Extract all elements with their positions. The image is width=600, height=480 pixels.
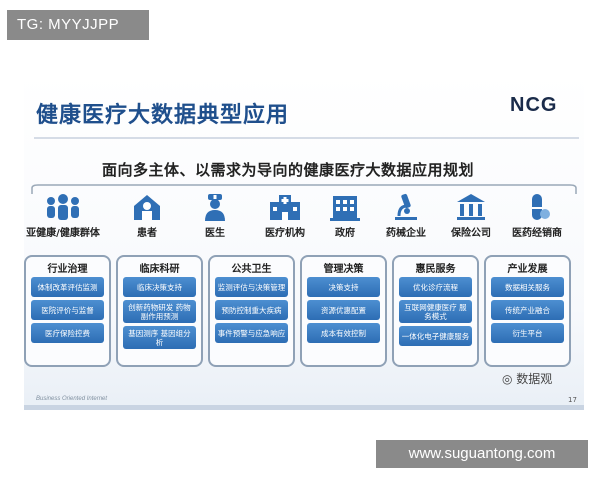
brace-connector <box>31 184 577 194</box>
card-title: 惠民服务 <box>415 264 456 275</box>
card-item: 衍生平台 <box>491 323 564 343</box>
card-item: 体制改革评估监测 <box>31 277 104 297</box>
slide-footer: Business Oriented Internet <box>36 396 108 402</box>
card-item: 决策支持 <box>307 277 380 297</box>
entity-government: 政府 <box>306 192 384 239</box>
card-title: 管理决策 <box>323 264 364 275</box>
microscope-icon <box>395 193 417 220</box>
entity-label: 药械企业 <box>386 228 426 239</box>
card-title: 公共卫生 <box>231 264 272 275</box>
slide-subtitle: 面向多主体、以需求为导向的健康医疗大数据应用规划 <box>102 161 475 179</box>
card-item: 预防控制重大疾病 <box>215 300 288 320</box>
category-card-public-health: 公共卫生 监测评估与决策管理 预防控制重大疾病 事件预警与应急响应 <box>208 255 295 367</box>
entity-label: 医药经销商 <box>512 228 562 239</box>
card-item: 互联网健康医疗 服务模式 <box>399 300 472 323</box>
card-item: 优化诊疗流程 <box>399 277 472 297</box>
entity-hospital: 医疗机构 <box>246 192 324 239</box>
wechat-watermark: ◎ 数据观 <box>502 370 552 387</box>
card-item: 成本有效控制 <box>307 323 380 343</box>
entity-label: 患者 <box>137 228 157 239</box>
slide: 健康医疗大数据典型应用 NCG 面向多主体、以需求为导向的健康医疗大数据应用规划… <box>24 74 584 410</box>
card-item: 资源优惠配置 <box>307 300 380 320</box>
card-item: 医疗保险控费 <box>31 323 104 343</box>
category-card-public-service: 惠民服务 优化诊疗流程 互联网健康医疗 服务模式 一体化电子健康服务 <box>392 255 479 367</box>
entity-doctor: 医生 <box>176 192 254 239</box>
category-card-management: 管理决策 决策支持 资源优惠配置 成本有效控制 <box>300 255 387 367</box>
entity-label: 保险公司 <box>451 228 491 239</box>
ncg-logo: NCG <box>510 94 558 116</box>
card-item: 创新药物研发 药物副作用预测 <box>123 300 196 323</box>
entity-pharma: 药械企业 <box>367 192 445 239</box>
entity-label: 政府 <box>335 228 355 239</box>
card-item: 数据相关服务 <box>491 277 564 297</box>
card-item: 临床决策支持 <box>123 277 196 297</box>
watermark-bottom: www.suguantong.com <box>376 440 588 468</box>
card-item: 监测评估与决策管理 <box>215 277 288 297</box>
card-item: 基因测序 基因组分析 <box>123 326 196 349</box>
slide-title: 健康医疗大数据典型应用 <box>36 103 290 128</box>
wechat-icon: ◎ <box>502 372 517 386</box>
entity-patient: 患者 <box>108 192 186 239</box>
entity-insurer: 保险公司 <box>432 192 510 239</box>
card-item: 传统产业融合 <box>491 300 564 320</box>
entity-distributor: 医药经销商 <box>498 192 576 239</box>
entity-label: 亚健康/健康群体 <box>26 228 100 239</box>
card-title: 行业治理 <box>47 264 88 275</box>
entity-label: 医生 <box>205 228 225 239</box>
card-item: 事件预警与应急响应 <box>215 323 288 343</box>
entity-crowd: 亚健康/健康群体 <box>24 192 102 239</box>
bottom-band <box>24 405 584 410</box>
entity-label: 医疗机构 <box>265 228 305 239</box>
page-number: 17 <box>568 396 577 404</box>
card-item: 一体化电子健康服务 <box>399 326 472 346</box>
government-icon <box>330 196 360 221</box>
wechat-label: 数据观 <box>516 372 553 386</box>
category-card-governance: 行业治理 体制改革评估监测 医院评价与监督 医疗保险控费 <box>24 255 111 367</box>
hospital-icon <box>270 195 300 220</box>
card-item: 医院评价与监督 <box>31 300 104 320</box>
title-divider <box>34 137 579 139</box>
doctor-icon <box>205 194 225 221</box>
card-title: 临床科研 <box>139 264 180 275</box>
patient-icon <box>134 195 160 220</box>
bank-icon <box>457 194 485 220</box>
pill-icon <box>532 194 550 220</box>
card-title: 产业发展 <box>507 264 548 275</box>
category-card-industry: 产业发展 数据相关服务 传统产业融合 衍生平台 <box>484 255 571 367</box>
category-card-clinical: 临床科研 临床决策支持 创新药物研发 药物副作用预测 基因测序 基因组分析 <box>116 255 203 367</box>
watermark-top: TG: MYYJJPP <box>7 10 149 40</box>
crowd-icon <box>47 194 79 220</box>
